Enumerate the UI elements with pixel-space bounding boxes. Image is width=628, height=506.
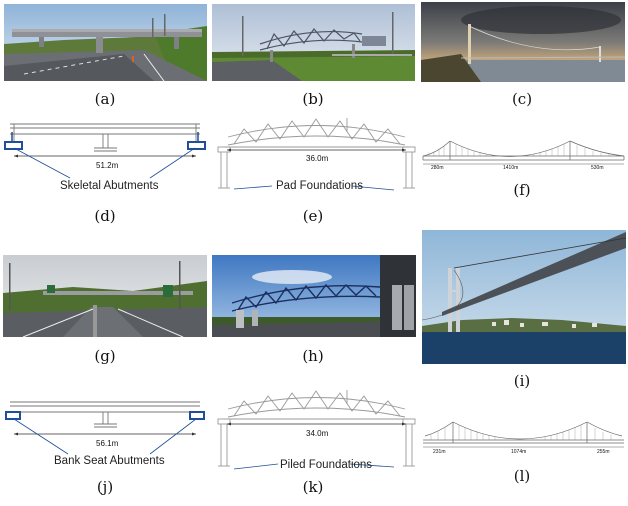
label-j: (j)	[96, 478, 114, 496]
photo-h-truss-footbridge-piers	[212, 255, 416, 337]
span-d: 51.2m	[96, 161, 119, 170]
label-l: (l)	[513, 467, 531, 485]
span-f-right: 530m	[591, 165, 604, 171]
note-j: Bank Seat Abutments	[54, 455, 165, 467]
label-b: (b)	[302, 90, 324, 108]
span-f-left: 280m	[431, 165, 444, 171]
label-g: (g)	[94, 347, 116, 365]
label-c: (c)	[511, 90, 533, 108]
note-k: Piled Foundations	[280, 459, 372, 470]
label-a: (a)	[94, 90, 116, 108]
span-l-right: 255m	[597, 449, 610, 455]
label-h: (h)	[302, 347, 324, 365]
span-e: 36.0m	[306, 154, 329, 163]
span-j: 56.1m	[96, 439, 119, 448]
note-e: Pad Foundations	[276, 180, 363, 192]
label-k: (k)	[302, 478, 324, 496]
diagram-d-skeletal-abutment-elevation: 51.2m Skeletal Abutments	[0, 112, 210, 198]
diagram-k-truss-piled-foundations: 34.0m Piled Foundations	[212, 384, 417, 470]
diagram-j-bank-seat-abutment-elevation: 56.1m Bank Seat Abutments	[0, 384, 210, 470]
photo-i-bosphorus-suspension-bridge	[422, 230, 626, 364]
label-e: (e)	[302, 207, 324, 225]
photo-a-highway-overbridge	[4, 4, 207, 81]
span-l-left: 231m	[433, 449, 446, 455]
label-i: (i)	[513, 372, 531, 390]
span-l-main: 1074m	[511, 449, 526, 455]
span-f-main: 1410m	[503, 165, 518, 171]
diagram-l-suspension-elevation: 231m 1074m 255m	[421, 414, 626, 458]
photo-c-suspension-bridge-sunset	[421, 2, 625, 82]
label-f: (f)	[513, 181, 531, 199]
span-k: 34.0m	[306, 429, 329, 438]
label-d: (d)	[94, 207, 116, 225]
photo-b-truss-footbridge	[212, 4, 415, 81]
diagram-e-truss-pad-foundations: 36.0m Pad Foundations	[212, 112, 417, 198]
diagram-f-suspension-elevation: 280m 1410m 530m	[421, 134, 626, 174]
photo-g-motorway-overbridge	[3, 255, 207, 337]
note-d: Skeletal Abutments	[60, 180, 159, 192]
